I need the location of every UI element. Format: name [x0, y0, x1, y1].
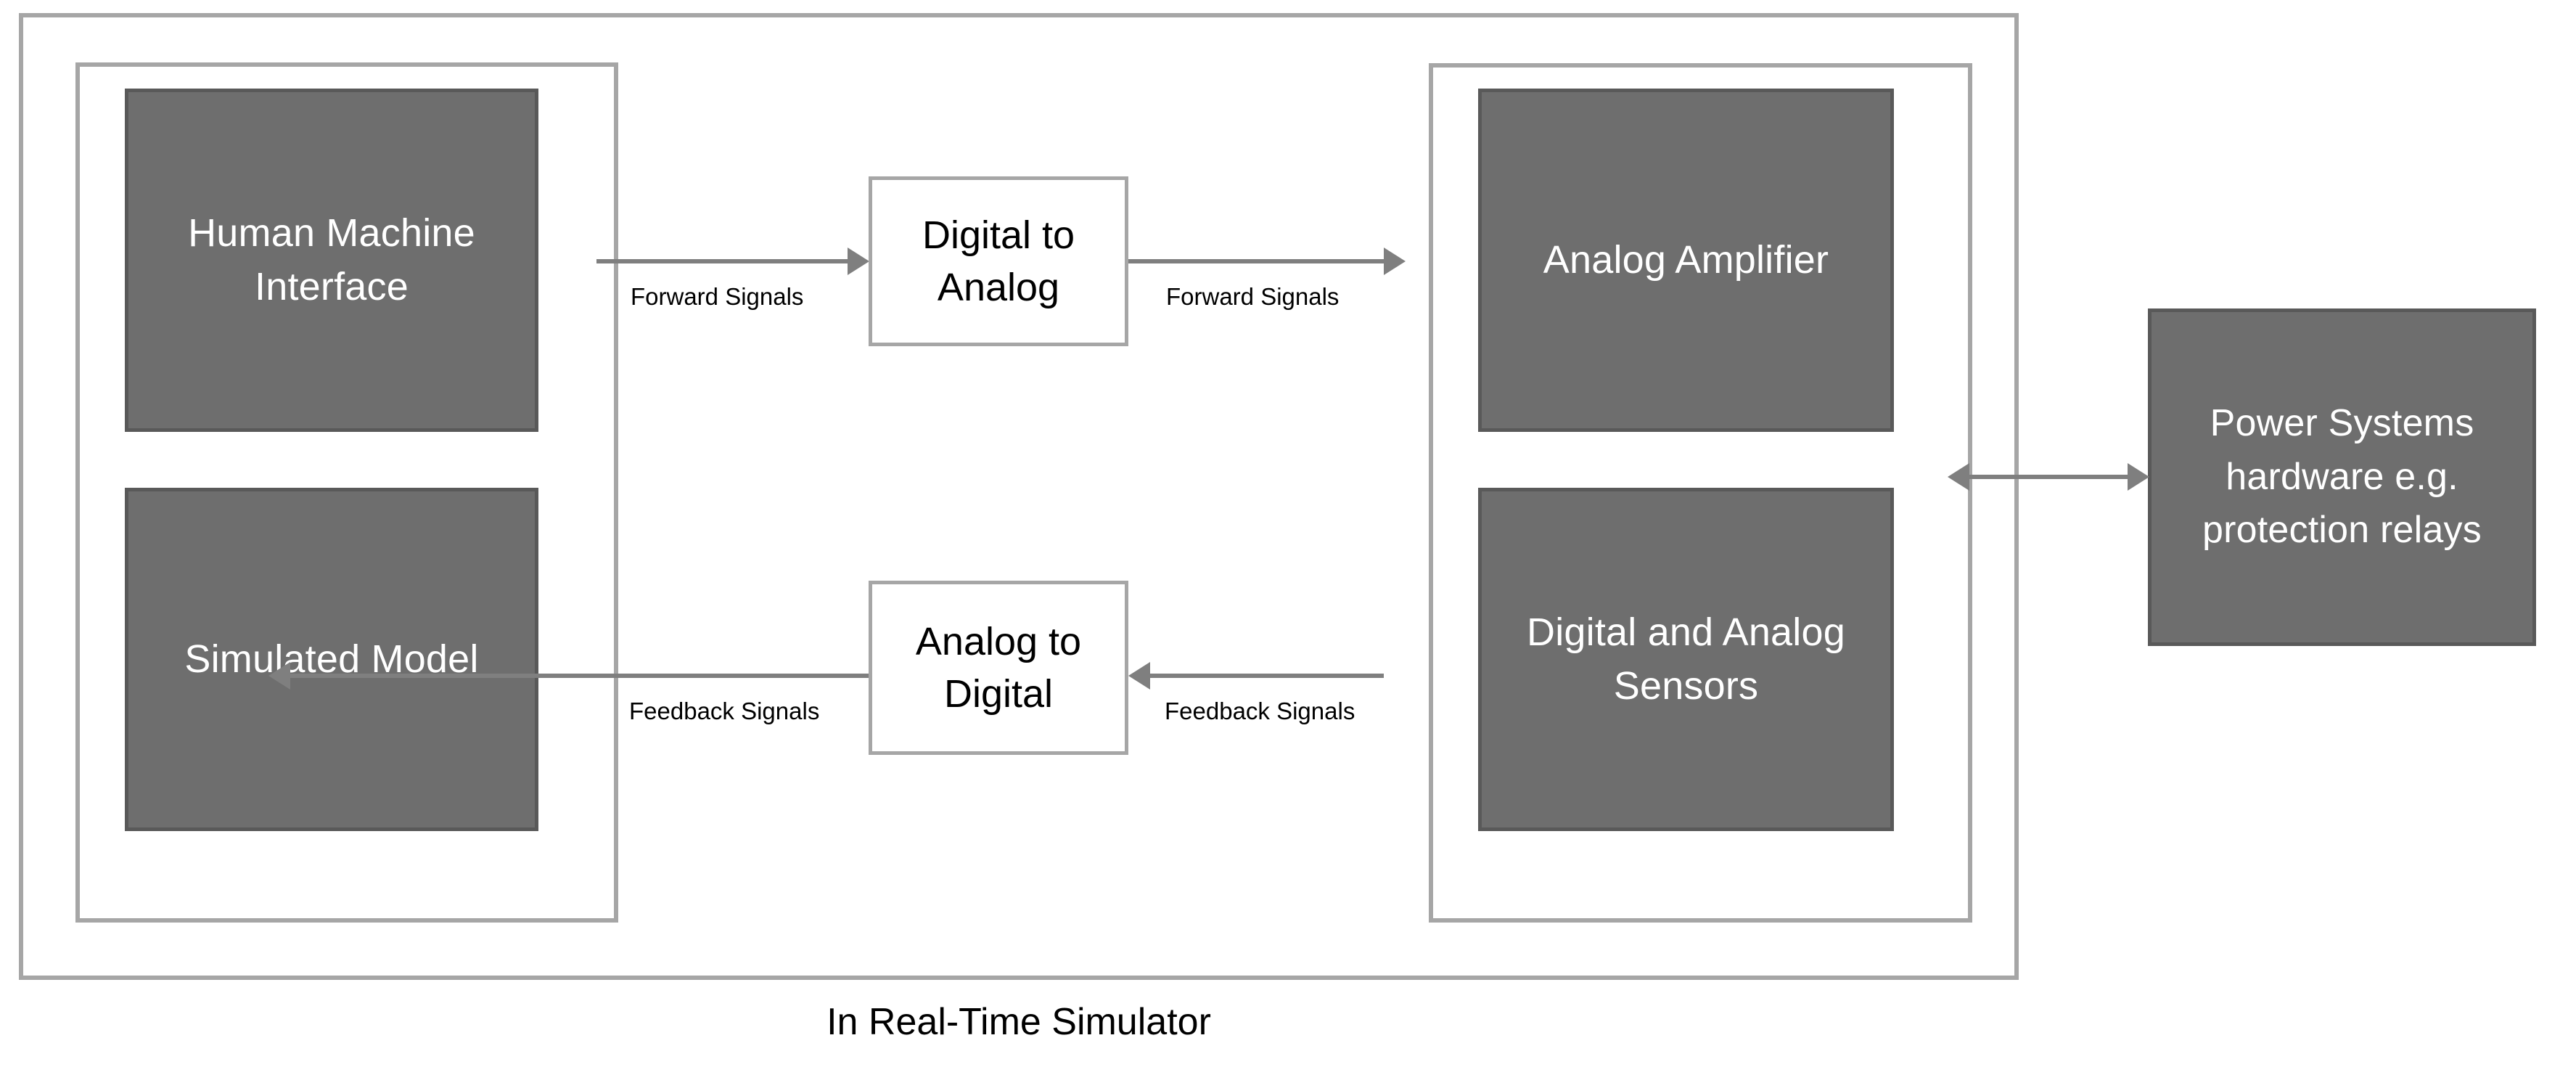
block-digital-and-analog-sensors[interactable]: Digital and Analog Sensors	[1478, 488, 1894, 831]
connector-label-feedback-signals-1: Feedback Signals	[629, 698, 820, 724]
connector-bidirectional-io-to-power-systems	[1969, 475, 2128, 479]
connector-feedback-adc-to-simulated-model	[290, 674, 869, 678]
block-digital-to-analog[interactable]: Digital to Analog	[869, 176, 1128, 346]
block-human-machine-interface[interactable]: Human Machine Interface	[125, 89, 538, 432]
connector-feedback-sensors-to-adc	[1150, 674, 1384, 678]
connector-forward-dac-to-amplifier	[1128, 259, 1384, 263]
arrowhead-left-icon	[1128, 662, 1150, 690]
arrowhead-left-icon	[1948, 463, 1969, 491]
arrowhead-left-icon	[268, 662, 290, 690]
connector-label-forward-signals-1: Forward Signals	[631, 283, 804, 310]
diagram-caption: In Real-Time Simulator	[826, 1001, 1211, 1043]
block-analog-amplifier[interactable]: Analog Amplifier	[1478, 89, 1894, 432]
block-analog-to-digital[interactable]: Analog to Digital	[869, 581, 1128, 755]
arrowhead-right-icon	[848, 248, 869, 275]
arrowhead-right-icon	[1384, 248, 1406, 275]
connector-label-forward-signals-2: Forward Signals	[1166, 283, 1340, 310]
block-simulated-model[interactable]: Simulated Model	[125, 488, 538, 831]
connector-forward-hmi-to-dac	[596, 259, 848, 263]
block-power-systems-hardware[interactable]: Power Systems hardware e.g. protection r…	[2148, 308, 2536, 646]
connector-label-feedback-signals-2: Feedback Signals	[1165, 698, 1355, 724]
arrowhead-right-icon	[2128, 463, 2149, 491]
